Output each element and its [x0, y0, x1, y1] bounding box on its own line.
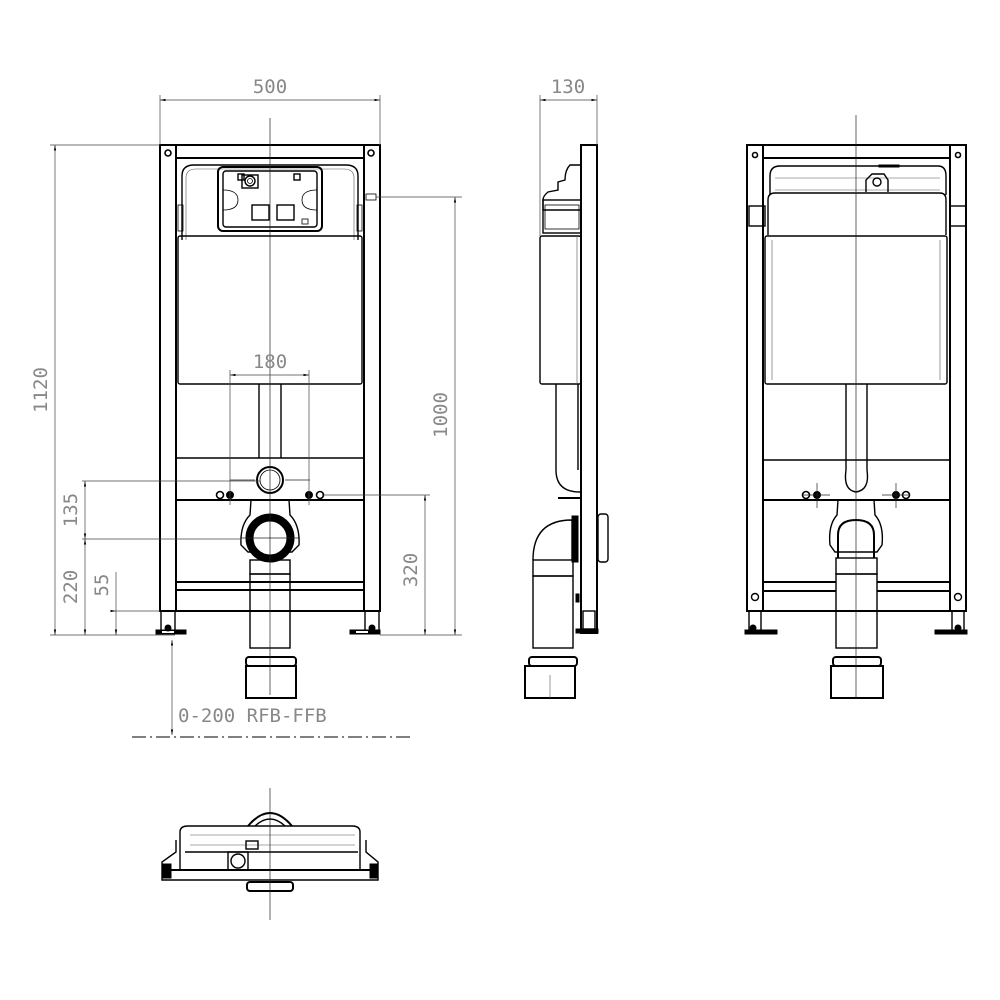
width-dimension-label: 500: [253, 76, 287, 98]
floor-range-note: 0-200 RFB-FFB: [178, 705, 327, 727]
total-height-label: 1120: [30, 367, 52, 413]
top-view: [161, 788, 379, 920]
flush-height-label: 1000: [430, 392, 452, 438]
rear-view: [744, 115, 968, 699]
side-view: 130: [524, 76, 609, 699]
front-view: 500 180 1120 135 220 55 1000 320: [30, 76, 462, 738]
fixing-offset-label: 135: [60, 493, 82, 527]
fixing-distance-label: 180: [253, 351, 287, 373]
depth-dimension-label: 130: [551, 76, 585, 98]
supply-height-label: 320: [400, 553, 422, 587]
foot-height-label: 55: [91, 574, 113, 597]
drain-height-label: 220: [60, 570, 82, 604]
